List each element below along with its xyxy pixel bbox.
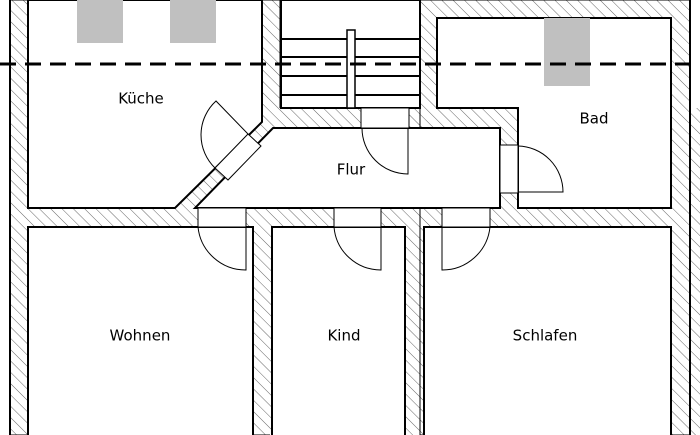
label-schlafen: Schlafen (513, 327, 578, 345)
doors (197, 100, 564, 271)
label-flur: Flur (337, 161, 366, 179)
door-schlafen[interactable] (441, 226, 491, 271)
window (170, 0, 216, 43)
staircase (280, 0, 421, 109)
label-wohnen: Wohnen (110, 327, 171, 345)
room-flur (192, 127, 501, 209)
room-schlafen (423, 226, 672, 435)
label-bad: Bad (579, 110, 608, 128)
door-stairs[interactable] (361, 127, 409, 175)
door-kind[interactable] (333, 226, 382, 271)
room-wohnen (27, 226, 254, 435)
door-kueche[interactable] (200, 100, 249, 169)
label-kind: Kind (327, 327, 360, 345)
windows (77, 0, 590, 86)
door-wohnen[interactable] (197, 226, 247, 271)
window (77, 0, 123, 43)
room-kind (271, 226, 406, 435)
window (544, 18, 590, 86)
door-bad[interactable] (517, 145, 564, 193)
label-kueche: Küche (118, 90, 164, 108)
